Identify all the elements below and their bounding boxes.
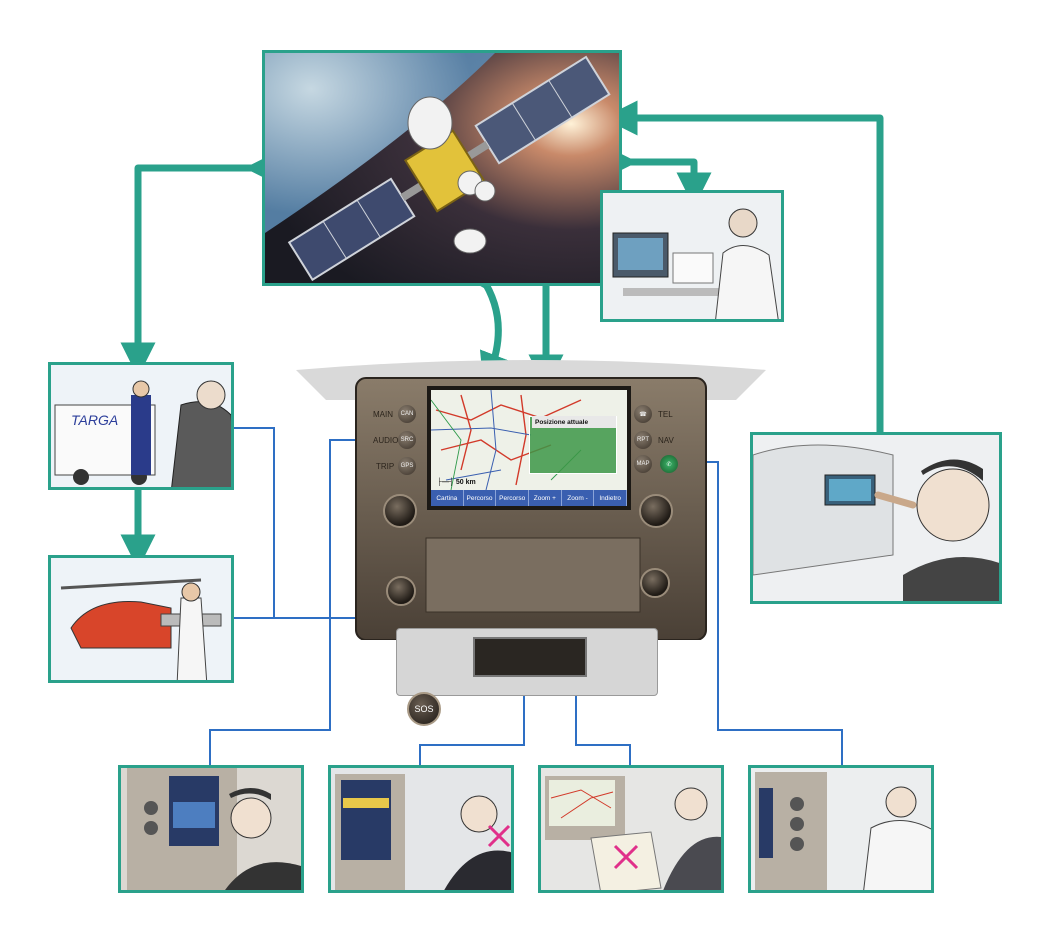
satellite-panel	[262, 50, 622, 286]
map-scale: ├—┤ 50 km	[437, 479, 476, 486]
left-upper-knob[interactable]	[383, 494, 417, 528]
roadside-assistance-panel: TARGA	[48, 362, 234, 490]
operator-panel	[600, 190, 784, 322]
operator-headset-icon	[603, 193, 781, 319]
navigation-screen[interactable]: Posizione attuale ├—┤ 50 km Cartina Perc…	[427, 386, 631, 510]
bottom-panel-phone	[328, 765, 514, 893]
left-lower-knob[interactable]	[386, 576, 416, 606]
rpt-button[interactable]: RPT	[634, 431, 652, 449]
operator-headset-icon	[751, 768, 931, 890]
line-audio	[209, 439, 386, 765]
softkey-bar: Cartina Percorso Percorso Zoom + Zoom - …	[431, 490, 627, 506]
tel-label: TEL	[658, 410, 673, 419]
scale-bar-icon: ├—┤	[437, 479, 456, 486]
main-label: MAIN	[373, 410, 393, 419]
helicopter-panel	[48, 555, 234, 683]
phone-call-icon	[331, 768, 511, 890]
link-satellite-operator	[602, 144, 712, 208]
car-dashboard-icon	[753, 435, 999, 601]
popup-title: Posizione attuale	[532, 416, 616, 428]
phone-icon: ✆	[666, 461, 672, 468]
svg-text:TARGA: TARGA	[71, 412, 118, 428]
link-satellite-driver	[602, 100, 884, 432]
tel-round-button[interactable]: ☎	[634, 405, 652, 423]
climate-panel	[396, 628, 658, 696]
call-button[interactable]: ✆	[660, 455, 678, 473]
softkey-percorso-2[interactable]: Percorso	[496, 490, 530, 506]
right-upper-knob[interactable]	[639, 494, 673, 528]
sos-button[interactable]: SOS	[407, 692, 441, 726]
trip-label: TRIP	[376, 462, 395, 471]
right-lower-knob[interactable]	[640, 568, 670, 598]
helicopter-icon	[51, 558, 231, 680]
audio-label: AUDIO	[373, 436, 399, 445]
driver-dashboard-panel	[750, 432, 1002, 604]
src-button[interactable]: SRC	[398, 431, 416, 449]
nav-label: NAV	[658, 436, 674, 445]
line-assistance-sos	[234, 427, 275, 619]
link-satellite-console	[457, 253, 513, 389]
softkey-cartina[interactable]: Cartina	[431, 490, 464, 506]
current-position-popup: Posizione attuale	[529, 416, 617, 474]
car-dashboard-icon	[121, 768, 301, 890]
softkey-percorso-1[interactable]: Percorso	[464, 490, 497, 506]
softkey-zoom-out[interactable]: Zoom -	[562, 490, 595, 506]
gps-button[interactable]: GPS	[398, 457, 416, 475]
bottom-panel-audio	[118, 765, 304, 893]
can-button[interactable]: CAN	[398, 405, 416, 423]
satellite-icon	[265, 53, 619, 283]
bottom-panel-map	[538, 765, 724, 893]
softkey-indietro[interactable]: Indietro	[594, 490, 627, 506]
link-satellite-assistance	[120, 150, 280, 378]
ambulance-van-icon: TARGA	[51, 365, 231, 487]
map-icon	[541, 768, 721, 890]
softkey-zoom-in[interactable]: Zoom +	[529, 490, 562, 506]
map-button[interactable]: MAP	[634, 455, 652, 473]
phone-icon: ☎	[639, 411, 647, 418]
bottom-panel-operator	[748, 765, 934, 893]
